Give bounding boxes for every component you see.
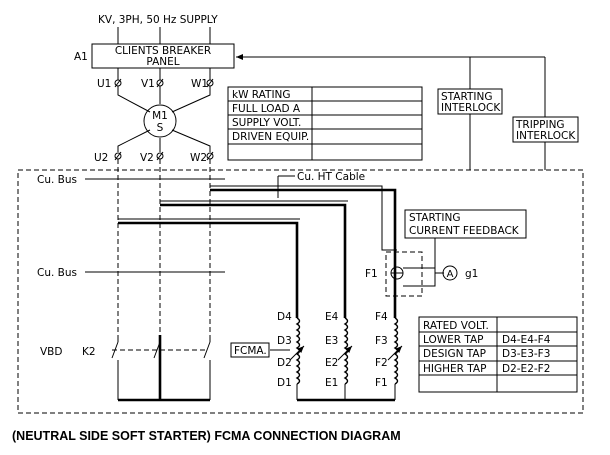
fcma-label: FCMA. — [234, 345, 267, 357]
tap-row-design: DESIGN TAP — [423, 348, 486, 360]
bus-label-middle: Cu. Bus — [37, 267, 77, 279]
coil-label-e2: E2 — [325, 357, 338, 369]
feedback-line1: STARTING — [409, 212, 460, 224]
thin-cable-runs — [118, 185, 397, 251]
coil-label-d4: D4 — [277, 311, 292, 323]
coil-label-f4: F4 — [375, 311, 388, 323]
rating-row-fla: FULL LOAD A — [232, 103, 301, 115]
motor-label: M1 — [152, 110, 168, 122]
coil-label-f3: F3 — [375, 335, 388, 347]
breaker-panel-line1: CLIENTS BREAKER — [115, 45, 211, 57]
fcma-coil-left — [289, 317, 305, 400]
supply-feed-lines — [117, 27, 211, 44]
bus-label-top: Cu. Bus — [37, 174, 77, 186]
ammeter-letter: A — [447, 269, 454, 280]
breaker-panel-line2: PANEL — [146, 56, 179, 68]
starting-interlock-line2: INTERLOCK — [441, 102, 501, 114]
coil-label-d3: D3 — [277, 335, 292, 347]
fcma-coil-right — [387, 317, 403, 400]
motor-wiring — [117, 86, 211, 152]
supply-label: KV, 3PH, 50 Hz SUPPLY — [98, 14, 218, 26]
coil-label-f2: F2 — [375, 357, 388, 369]
tap-row-lower: LOWER TAP — [423, 334, 484, 346]
rating-row-volt: SUPPLY VOLT. — [232, 117, 301, 129]
fcma-label-box — [230, 342, 270, 358]
starter-enclosure — [17, 169, 584, 414]
ct-label: F1 — [365, 268, 378, 280]
terminal-v2: V2 — [140, 152, 154, 164]
breaker-to-motor-lines — [117, 68, 211, 80]
coil-label-d1: D1 — [277, 377, 292, 389]
rating-table — [227, 86, 423, 161]
vbd-tag: K2 — [82, 346, 96, 358]
motor-symbol — [143, 104, 177, 138]
terminal-v1: V1 — [141, 78, 155, 90]
diagram-caption: (NEUTRAL SIDE SOFT STARTER) FCMA CONNECT… — [12, 429, 401, 443]
breaker-panel-box — [91, 43, 235, 69]
tap-row-higher: HIGHER TAP — [423, 363, 486, 375]
terminal-w2: W2 — [190, 152, 207, 164]
tap-table — [418, 316, 578, 393]
coil-label-f1: F1 — [375, 377, 388, 389]
fcma-coil-mid — [337, 317, 353, 400]
ht-cable-label: Cu. HT Cable — [297, 171, 365, 183]
tripping-interlock-line2: INTERLOCK — [516, 130, 576, 142]
ammeter-tag: g1 — [465, 268, 478, 280]
tap-value-design: D3-E3-F3 — [502, 348, 550, 360]
tap-value-lower: D4-E4-F4 — [502, 334, 551, 346]
bus-bars — [117, 159, 211, 335]
ht-cable-runs — [118, 188, 397, 318]
tap-value-higher: D2-E2-F2 — [502, 363, 550, 375]
tripping-interlock-line1: TRIPPING — [515, 119, 565, 131]
ammeter-symbol — [442, 265, 458, 281]
feedback-line2: CURRENT FEEDBACK — [409, 225, 520, 237]
coil-label-d2: D2 — [277, 357, 292, 369]
terminal-u2: U2 — [94, 152, 108, 164]
terminal-w1: W1 — [191, 78, 208, 90]
rating-row-equip: DRIVEN EQUIP. — [232, 131, 309, 143]
motor-sublabel: S — [157, 122, 164, 134]
tap-row-rated: RATED VOLT. — [423, 320, 489, 332]
coil-label-e3: E3 — [325, 335, 338, 347]
rating-row-kw: kW RATING — [232, 89, 291, 101]
ct-box — [385, 251, 423, 297]
interlock-feedback-lines — [236, 54, 546, 170]
vbd-label: VBD — [40, 346, 62, 358]
coil-label-e1: E1 — [325, 377, 338, 389]
coil-label-e4: E4 — [325, 311, 339, 323]
starting-interlock-line1: STARTING — [441, 91, 492, 103]
feedback-box — [404, 209, 527, 239]
breaker-panel-tag: A1 — [74, 51, 88, 63]
terminal-u1: U1 — [97, 78, 111, 90]
ammeter-wiring — [403, 238, 444, 287]
